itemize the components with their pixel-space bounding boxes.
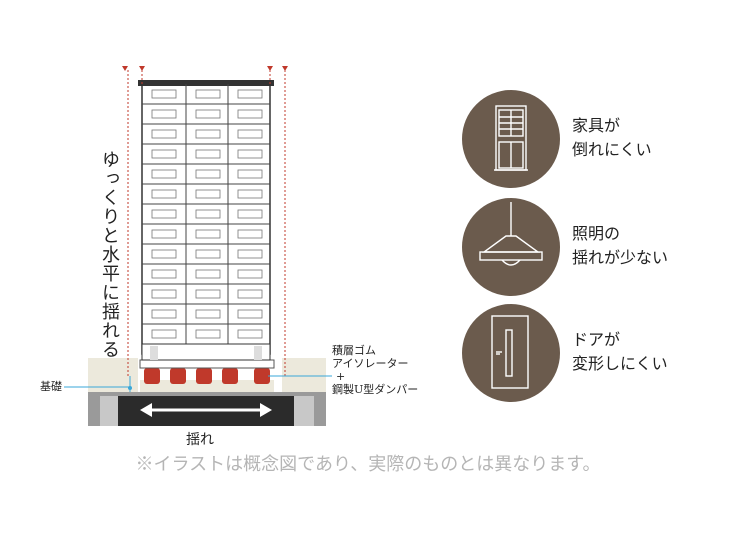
isolators	[144, 368, 270, 384]
effect-lighting-line2: 揺れが少ない	[572, 248, 669, 267]
effect-door: ドアが 変形しにくい	[462, 304, 732, 404]
effect-door-text: ドアが 変形しにくい	[572, 328, 668, 376]
shake-arrow-icon	[140, 403, 272, 417]
ground-right	[282, 358, 326, 392]
vertical-caption: ゆっくりと水平に揺れる	[99, 150, 120, 359]
shake-label: 揺れ	[186, 432, 214, 448]
sway-guides	[127, 70, 286, 378]
disclaimer-note: ※イラストは概念図であり、実際のものとは異なります。	[135, 454, 601, 475]
effect-lighting: 照明の 揺れが少ない	[462, 198, 732, 298]
effect-lighting-text: 照明の 揺れが少ない	[572, 222, 668, 270]
effect-lighting-line1: 照明の	[572, 224, 621, 243]
effect-furniture: 家具が 倒れにくい	[462, 90, 732, 190]
building	[138, 80, 274, 361]
cabinet-icon	[462, 90, 560, 188]
isolator-label-line3: +	[336, 370, 346, 383]
foundation-label: 基礎	[40, 380, 62, 393]
effect-furniture-text: 家具が 倒れにくい	[572, 114, 652, 162]
isolator-label-line1: 積層ゴム	[332, 344, 376, 357]
effect-furniture-line1: 家具が	[572, 116, 621, 135]
effect-door-line2: 変形しにくい	[572, 354, 668, 373]
isolator-label: 積層ゴム アイソレーター + 鋼製U型ダンパー	[332, 344, 418, 396]
isolator-label-line2: アイソレーター	[332, 357, 409, 370]
door-icon	[462, 304, 560, 402]
isolator-label-line4: 鋼製U型ダンパー	[332, 383, 419, 396]
pendant-lamp-icon	[462, 198, 560, 296]
effect-furniture-line2: 倒れにくい	[572, 140, 652, 159]
effect-door-line1: ドアが	[572, 330, 621, 349]
